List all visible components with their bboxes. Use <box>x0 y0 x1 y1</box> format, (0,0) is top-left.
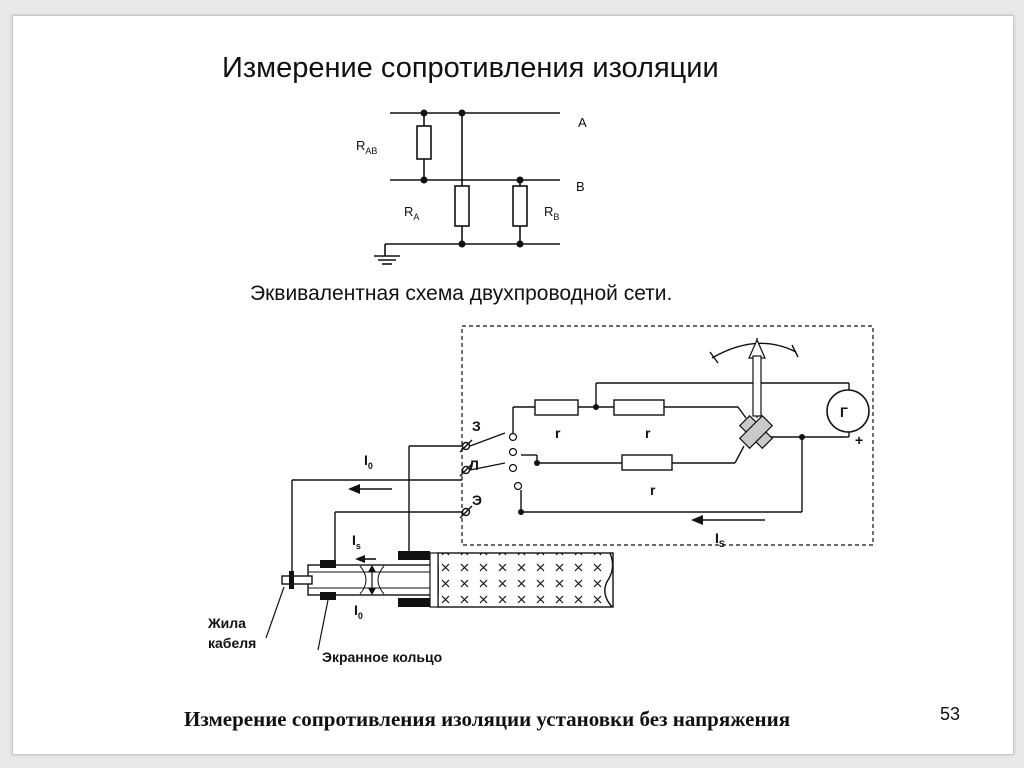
label-current-i0-meter: I0 <box>364 452 373 471</box>
diagram-caption: Эквивалентная схема двухпроводной сети. <box>250 282 673 305</box>
label-rab: RAB <box>356 138 377 156</box>
cable-core <box>281 575 313 585</box>
label-ra: RA <box>404 204 419 222</box>
meter-terminals <box>459 439 473 519</box>
label-resistor-r2: r <box>645 425 651 441</box>
label-current-is-meter: IS <box>715 530 725 549</box>
label-core-line2: кабеля <box>208 635 256 651</box>
cable-assembly <box>281 551 614 608</box>
meter-wiring <box>469 382 850 513</box>
generator-plus: + <box>855 432 863 448</box>
network-equivalent <box>374 112 560 265</box>
slide-footer: Измерение сопротивления изоляции установ… <box>184 707 791 731</box>
resistor-r3 <box>621 454 673 471</box>
connection-wires <box>291 445 462 578</box>
label-rb: RB <box>544 204 559 222</box>
resistor-r1 <box>534 399 579 416</box>
label-core-line1: Жила <box>207 615 246 631</box>
resistor-rab <box>416 125 432 160</box>
slide-title: Измерение сопротивления изоляции <box>222 52 719 84</box>
label-terminal-z: З <box>472 418 481 434</box>
label-terminal-e: Э <box>472 492 482 508</box>
electrode-top <box>398 551 430 560</box>
label-a: A <box>578 115 587 130</box>
label-screen-ring: Экранное кольцо <box>322 649 442 665</box>
generator <box>826 389 870 433</box>
leader-lines <box>265 586 329 651</box>
slide <box>12 15 1014 755</box>
label-b: B <box>576 179 585 194</box>
label-resistor-r3: r <box>650 482 656 498</box>
switch-contacts <box>508 432 523 491</box>
meter-pointer <box>748 338 766 418</box>
resistor-rb <box>512 185 528 227</box>
label-current-is-cable: Is <box>352 532 361 551</box>
megohmmeter-enclosure <box>461 325 874 546</box>
meter-junctions <box>518 404 805 515</box>
label-terminal-l: Л <box>469 457 479 473</box>
network-junctions <box>420 109 524 248</box>
cable-insulation <box>437 552 614 608</box>
label-resistor-r1: r <box>555 425 561 441</box>
label-current-i0-cable: I0 <box>354 602 363 621</box>
page-number: 53 <box>940 704 961 724</box>
screen-ring-bottom <box>320 592 336 600</box>
resistor-r2 <box>613 399 665 416</box>
ratiometer-coils <box>738 414 774 450</box>
electrode-bottom <box>398 598 430 607</box>
generator-label: Г <box>840 404 848 420</box>
screen-ring-top <box>320 560 336 568</box>
current-arrows <box>348 484 765 563</box>
resistor-ra <box>454 185 470 227</box>
